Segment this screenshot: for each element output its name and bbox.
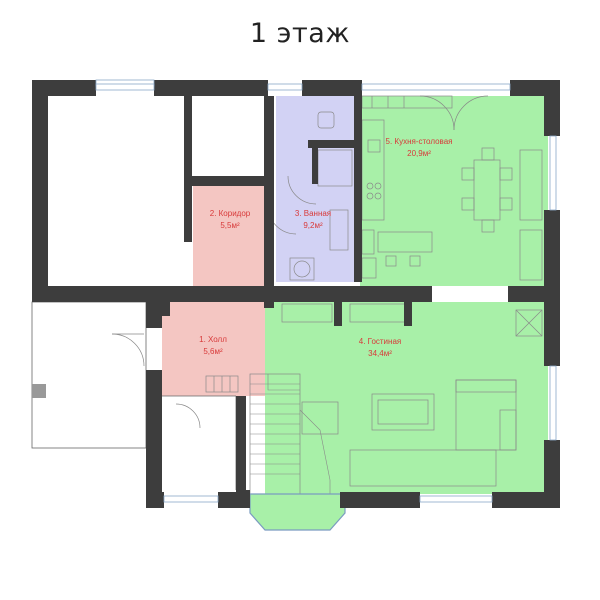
room-area-bathroom: 9,2м² <box>303 221 323 230</box>
room-fill-bay <box>250 494 345 530</box>
room-area-kitchen: 20,9м² <box>407 149 431 158</box>
room-fill-corridor <box>193 186 265 302</box>
room-fill-bathroom <box>276 96 358 282</box>
room-name-corridor: 2. Коридор <box>210 209 251 218</box>
room-fill-hall <box>162 302 265 396</box>
room-fills <box>162 96 548 530</box>
windows <box>32 83 557 503</box>
room-area-corridor: 5,5м² <box>220 221 240 230</box>
room-name-living: 4. Гостиная <box>359 337 401 346</box>
furniture <box>205 95 543 487</box>
room-fill-living <box>265 302 548 494</box>
walls <box>32 79 560 508</box>
room-area-living: 34,4м² <box>368 349 392 358</box>
staircase <box>249 373 331 495</box>
room-name-hall: 1. Холл <box>199 335 227 344</box>
floor-title: 1 этаж <box>249 18 351 49</box>
room-name-kitchen: 5. Кухня-столовая <box>386 137 453 146</box>
room-name-bathroom: 3. Ванная <box>295 209 331 218</box>
room-area-hall: 5,6м² <box>203 347 223 356</box>
room-labels: 5. Кухня-столовая 20,9м² 2. Коридор 5,5м… <box>199 137 452 358</box>
